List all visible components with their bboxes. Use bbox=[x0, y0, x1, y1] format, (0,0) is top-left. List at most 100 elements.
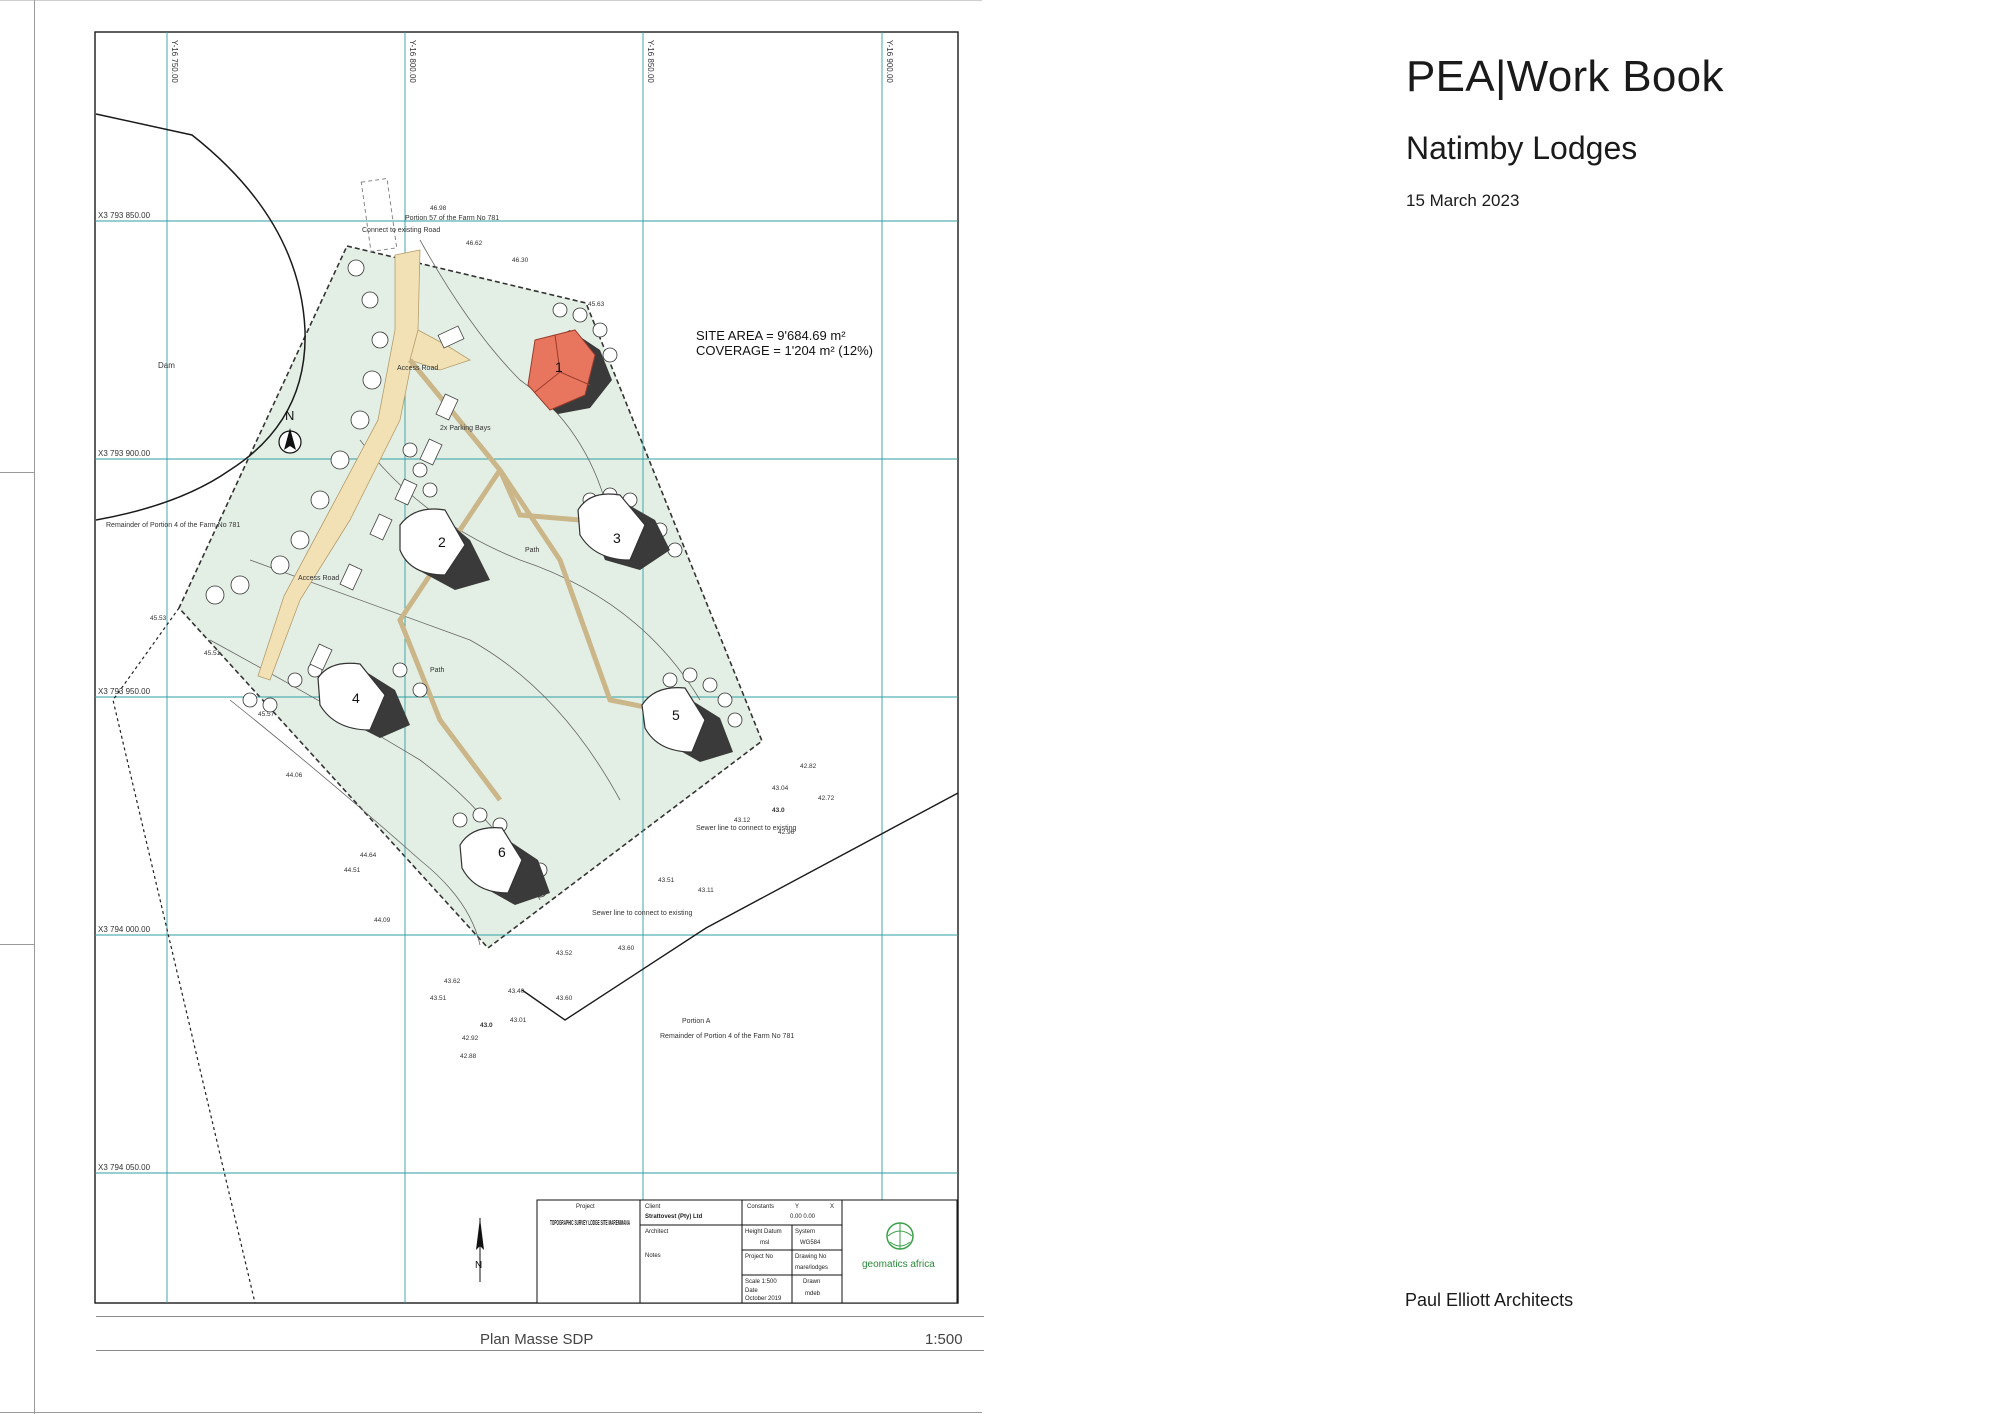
grid-x-label: X3 794 050.00 bbox=[98, 1163, 151, 1172]
access-road-label: Access Road bbox=[397, 365, 438, 372]
dam-outline bbox=[95, 113, 306, 521]
margin-tick bbox=[0, 472, 34, 473]
tb-project-title: TOPOGRAPHIC SURVEY LODGE SITE MAREMMANA bbox=[550, 1220, 630, 1227]
lodge-number: 1 bbox=[555, 359, 563, 375]
svg-text:42.92: 42.92 bbox=[462, 1035, 479, 1042]
svg-text:43.51: 43.51 bbox=[430, 995, 447, 1002]
svg-text:N: N bbox=[285, 408, 294, 423]
grid-y-label: Y-16 850.00 bbox=[646, 40, 655, 83]
lodge-number: 5 bbox=[672, 707, 680, 723]
svg-text:43.01: 43.01 bbox=[510, 1017, 527, 1024]
site-boundary bbox=[178, 245, 763, 950]
remainder-bottom-label: Remainder of Portion 4 of the Farm No 78… bbox=[660, 1033, 794, 1040]
document-title: PEA|Work Book bbox=[1406, 52, 1724, 101]
caption-rule-bottom bbox=[96, 1350, 984, 1351]
geomatics-logo bbox=[886, 1222, 914, 1250]
path-label: Path bbox=[525, 547, 540, 554]
tb-system: WG584 bbox=[800, 1240, 821, 1246]
svg-text:46.98: 46.98 bbox=[430, 205, 447, 212]
svg-text:44.06: 44.06 bbox=[286, 772, 303, 779]
caption-rule-top bbox=[96, 1316, 984, 1317]
svg-text:46.30: 46.30 bbox=[512, 257, 529, 264]
margin-tick bbox=[0, 944, 34, 945]
path-label: Path bbox=[430, 667, 445, 674]
site-coverage: COVERAGE = 1'204 m² (12%) bbox=[696, 343, 873, 358]
road-connection bbox=[360, 177, 398, 253]
lodge-3 bbox=[577, 493, 670, 570]
portion-boundary bbox=[112, 607, 256, 1304]
svg-text:43.0: 43.0 bbox=[772, 807, 785, 814]
svg-text:43.51: 43.51 bbox=[658, 877, 675, 884]
svg-text:43.12: 43.12 bbox=[734, 817, 751, 824]
grid-x-label: X3 793 850.00 bbox=[98, 211, 151, 220]
svg-text:46.62: 46.62 bbox=[466, 240, 483, 247]
grid-y-label: Y-16 800.00 bbox=[408, 40, 417, 83]
tb-client-label: Client bbox=[645, 1204, 661, 1210]
binding-line bbox=[34, 0, 35, 1414]
svg-text:44.51: 44.51 bbox=[344, 867, 361, 874]
svg-text:43.0: 43.0 bbox=[480, 1022, 493, 1029]
remainder-label: Remainder of Portion 4 of the Farm No 78… bbox=[106, 522, 240, 529]
lodge-6 bbox=[459, 827, 550, 905]
connect-road-label: Connect to existing Road bbox=[362, 227, 440, 234]
svg-text:42.96: 42.96 bbox=[778, 829, 795, 836]
portion-57-label: Portion 57 of the Farm No 781 bbox=[405, 215, 499, 222]
portion-a-boundary bbox=[521, 792, 959, 1021]
svg-text:43.60: 43.60 bbox=[556, 995, 573, 1002]
tb-notes-label: Notes bbox=[645, 1253, 661, 1259]
grid-x-label: X3 793 950.00 bbox=[98, 687, 151, 696]
tb-height-datum: msl bbox=[760, 1240, 769, 1246]
svg-text:N: N bbox=[475, 1260, 482, 1271]
drawing-caption: Plan Masse SDP bbox=[480, 1331, 594, 1348]
lodge-5 bbox=[641, 687, 733, 762]
site-plan-drawing: Y-16 750.00 Y-16 800.00 Y-16 850.00 Y-16… bbox=[94, 31, 959, 1304]
site-area: SITE AREA = 9'684.69 m² bbox=[696, 328, 846, 343]
tb-drawn-by: mdeb bbox=[805, 1291, 821, 1297]
tb-constants-label: Constants bbox=[747, 1204, 774, 1210]
svg-text:45.63: 45.63 bbox=[588, 301, 605, 308]
parking-bays bbox=[309, 325, 465, 671]
sewer-label: Sewer line to connect to existing bbox=[696, 825, 796, 832]
title-block: Project TOPOGRAPHIC SURVEY LODGE SITE MA… bbox=[536, 1199, 958, 1304]
tb-constants-y: Y bbox=[795, 1204, 799, 1210]
grid-y-label: Y-16 750.00 bbox=[170, 40, 179, 83]
portion-a-label: Portion A bbox=[682, 1018, 711, 1025]
svg-text:42.82: 42.82 bbox=[800, 763, 817, 770]
lodge-number: 3 bbox=[613, 530, 621, 546]
tb-project-label: Project bbox=[576, 1204, 595, 1210]
page-top-edge bbox=[0, 0, 982, 1]
grid-x-label: X3 794 000.00 bbox=[98, 925, 151, 934]
tb-drawn-label: Drawn bbox=[803, 1279, 820, 1285]
svg-text:45.57: 45.57 bbox=[258, 711, 275, 718]
svg-text:43.04: 43.04 bbox=[772, 785, 789, 792]
lodge-4 bbox=[317, 662, 410, 738]
tb-scale: Scale 1:500 bbox=[745, 1279, 777, 1285]
tb-drawing-no: mare/lodges bbox=[795, 1265, 828, 1271]
svg-text:43.40: 43.40 bbox=[508, 988, 525, 995]
spot-levels: 46.98 46.62 46.30 45.53 45.51 45.63 45.5… bbox=[150, 205, 835, 1060]
tb-client: Strattovest (Pty) Ltd bbox=[645, 1214, 703, 1220]
parking-label: 2x Parking Bays bbox=[440, 425, 491, 432]
svg-text:43.52: 43.52 bbox=[556, 950, 573, 957]
svg-text:42.88: 42.88 bbox=[460, 1053, 477, 1060]
tb-system-label: System bbox=[795, 1229, 815, 1235]
access-road-label: Access Road bbox=[298, 575, 339, 582]
grid-y-label: Y-16 900.00 bbox=[885, 40, 894, 83]
tb-project-no-label: Project No bbox=[745, 1254, 774, 1260]
tb-drawing-no-label: Drawing No bbox=[795, 1254, 827, 1260]
tb-date-label: Date bbox=[745, 1288, 758, 1294]
left-page: Y-16 750.00 Y-16 800.00 Y-16 850.00 Y-16… bbox=[0, 0, 984, 1414]
document-subtitle: Natimby Lodges bbox=[1406, 130, 1638, 166]
lodge-number: 4 bbox=[352, 690, 360, 706]
lodge-number: 2 bbox=[438, 534, 446, 550]
svg-text:45.53: 45.53 bbox=[150, 615, 167, 622]
tb-company: geomatics africa bbox=[862, 1259, 935, 1270]
lodge-2 bbox=[399, 508, 490, 590]
north-arrow: N bbox=[278, 408, 302, 454]
lodge-number: 6 bbox=[498, 844, 506, 860]
svg-text:43.62: 43.62 bbox=[444, 978, 461, 985]
svg-text:44.64: 44.64 bbox=[360, 852, 377, 859]
tb-date: October 2019 bbox=[745, 1296, 782, 1302]
svg-text:44.09: 44.09 bbox=[374, 917, 391, 924]
grid-x-label: X3 793 900.00 bbox=[98, 449, 151, 458]
